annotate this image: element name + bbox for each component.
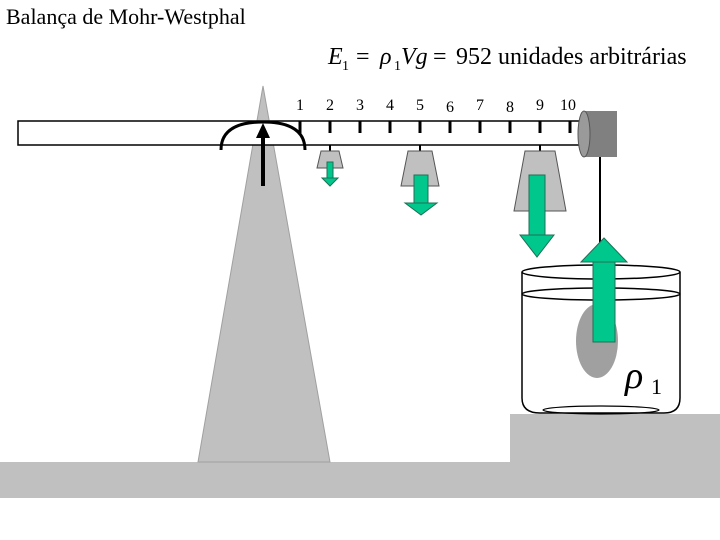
counterweight-cylinder <box>577 110 617 158</box>
formula-rho: ρ <box>379 44 392 70</box>
diagram-title: Balança de Mohr-Westphal <box>6 4 246 29</box>
formula-lhs-var: E <box>327 44 343 70</box>
formula-lhs-sub: 1 <box>342 59 349 74</box>
rider-5 <box>400 145 440 187</box>
weight-arrow-large <box>518 174 556 258</box>
scale-number-1: 1 <box>296 97 304 114</box>
scale-number-5: 5 <box>416 97 424 114</box>
rider-2 <box>316 145 344 169</box>
pivot-arc <box>219 120 307 151</box>
floor <box>0 462 720 498</box>
liquid-density-symbol: ρ <box>624 355 643 397</box>
scale-number-2: 2 <box>326 97 334 114</box>
scale-number-8: 8 <box>506 99 514 116</box>
scale-number-4: 4 <box>386 97 394 114</box>
weight-arrow-medium <box>403 174 439 216</box>
scale-number-9: 9 <box>536 97 544 114</box>
formula-equals-2: = <box>433 44 447 70</box>
scale-ticks <box>298 121 572 133</box>
formula-vg: Vg <box>401 44 428 70</box>
buoyancy-arrow <box>579 237 629 343</box>
support-stand <box>197 85 331 463</box>
scale-number-7: 7 <box>476 97 484 114</box>
weight-arrow-small <box>320 161 340 187</box>
pivot-reaction-arrow <box>256 123 270 186</box>
formula-equals-1: = <box>356 44 370 70</box>
scale-number-6: 6 <box>446 99 454 116</box>
formula-rhs: 952 unidades arbitrárias <box>456 44 687 70</box>
balance-beam <box>17 120 587 146</box>
liquid-density-subscript: 1 <box>651 374 662 399</box>
scale-number-10: 10 <box>560 97 576 114</box>
scale-number-3: 3 <box>356 97 364 114</box>
formula-rho-sub: 1 <box>394 59 401 74</box>
table-block <box>510 414 720 464</box>
